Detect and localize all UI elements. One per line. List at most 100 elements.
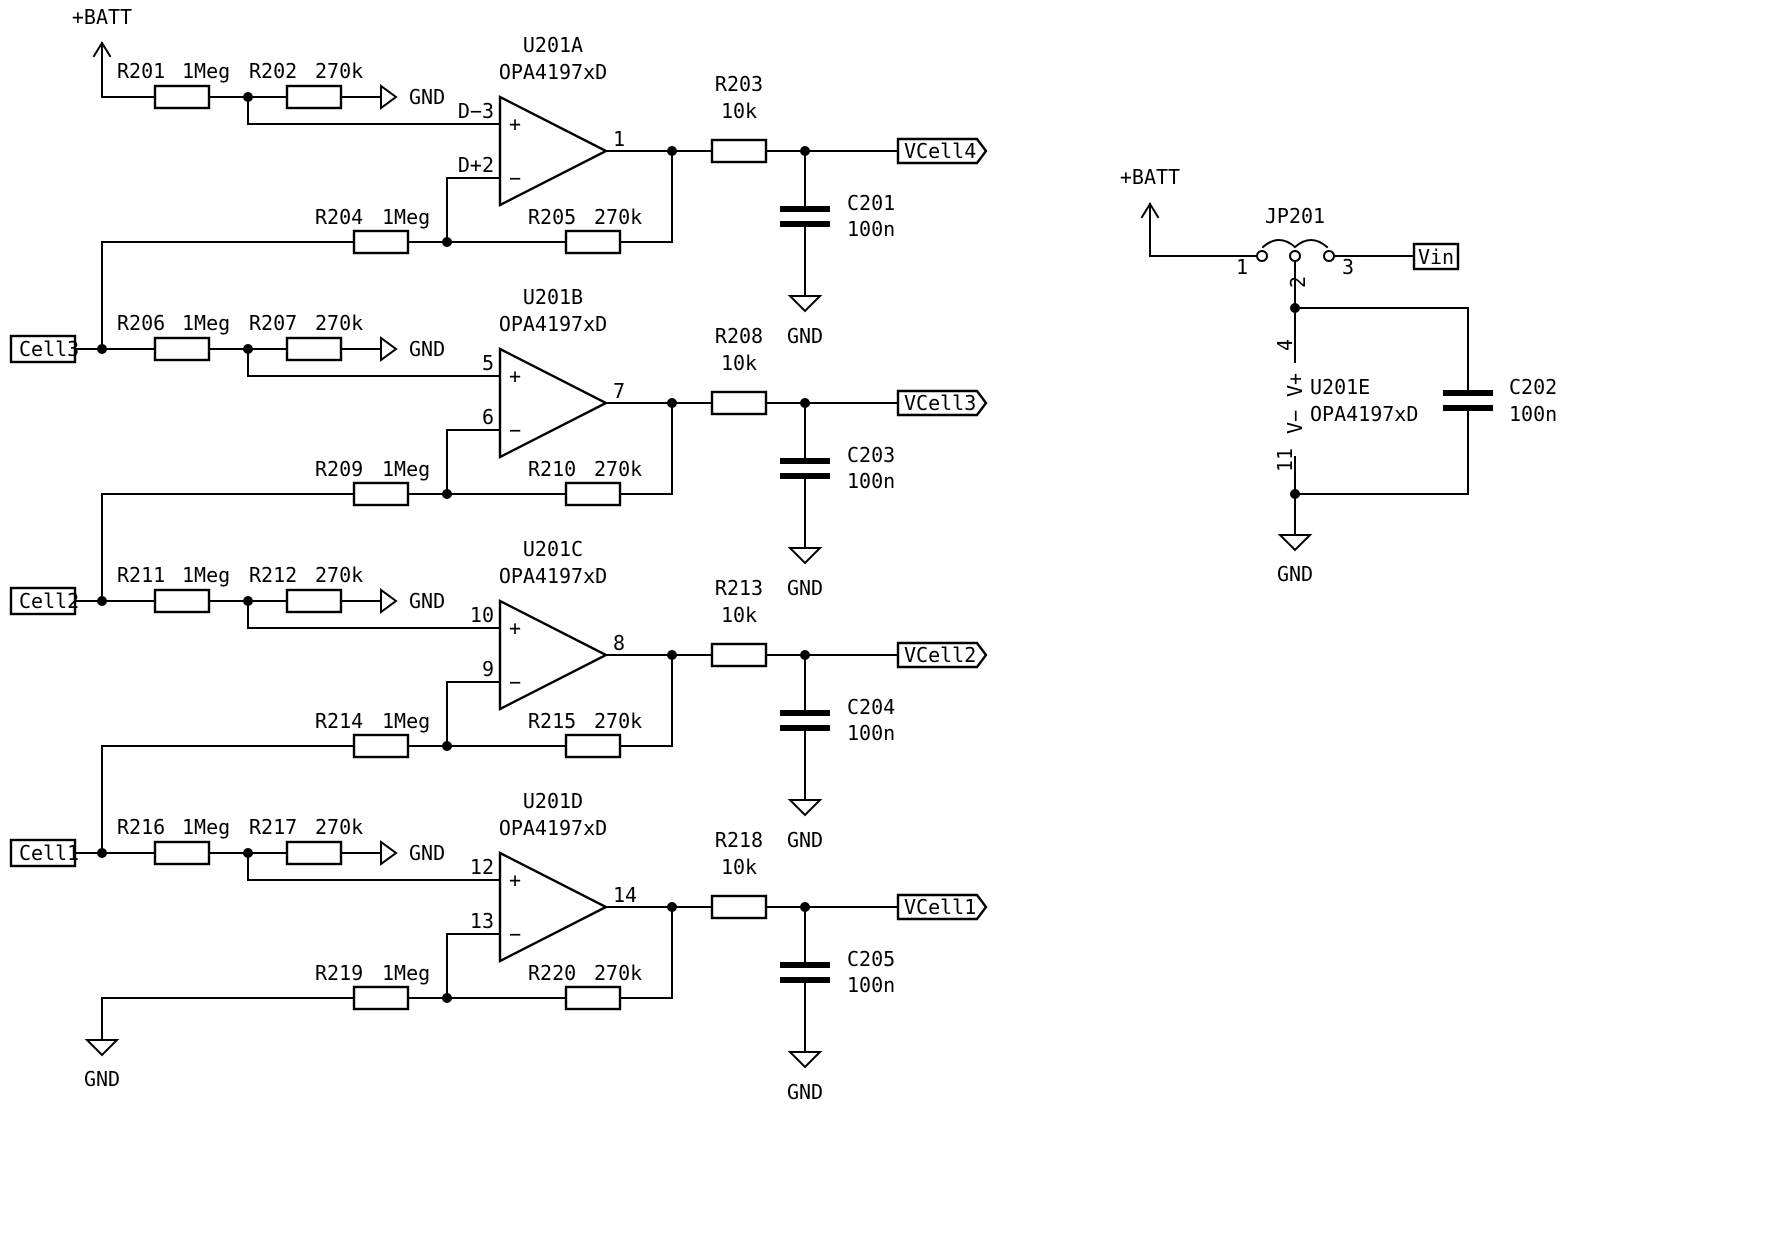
- capacitor-value: 100n: [847, 973, 895, 997]
- jumper-ref: JP201: [1265, 204, 1325, 228]
- batt-label: +BATT: [72, 5, 132, 29]
- junction-dot: [667, 398, 677, 408]
- pin-number: 12: [470, 855, 494, 879]
- jumper-pin-1: [1256, 250, 1268, 262]
- vin-port: [1412, 242, 1460, 271]
- resistor-value: 270k: [594, 961, 642, 985]
- resistor-ref: R216: [117, 815, 165, 839]
- jumper-bridge: [1293, 239, 1329, 249]
- resistor-value: 1Meg: [382, 961, 430, 985]
- capacitor-ref: C201: [847, 191, 895, 215]
- gnd-label: GND: [787, 324, 823, 348]
- resistor-r209: [352, 481, 410, 507]
- pin-number: 13: [470, 909, 494, 933]
- resistor-ref: R214: [315, 709, 363, 733]
- pin-number: D+2: [458, 153, 494, 177]
- resistor-value: 1Meg: [382, 205, 430, 229]
- junction-dot: [667, 902, 677, 912]
- resistor-value: 1Meg: [382, 709, 430, 733]
- ground-symbol: [1277, 534, 1313, 552]
- wire: [446, 429, 501, 495]
- input-port-cell1: [9, 838, 77, 868]
- ground-symbol: [787, 295, 823, 313]
- resistor-value: 10k: [721, 99, 757, 123]
- resistor-ref: R213: [715, 576, 763, 600]
- capacitor-value: 100n: [1509, 402, 1557, 426]
- capacitor-ref: C204: [847, 695, 895, 719]
- gnd-label: GND: [787, 828, 823, 852]
- wire: [247, 600, 501, 629]
- plus-sign: +: [509, 364, 521, 388]
- wire: [446, 681, 501, 747]
- resistor-r213: [710, 642, 768, 668]
- jumper-bridge: [1261, 239, 1297, 249]
- resistor-r218: [710, 894, 768, 920]
- opamp-u201d: [498, 851, 609, 963]
- resistor-ref: R202: [249, 59, 297, 83]
- opamp-u201b: [498, 347, 609, 459]
- resistor-ref: R203: [715, 72, 763, 96]
- pin-number: D−3: [458, 99, 494, 123]
- resistor-r204: [352, 229, 410, 255]
- resistor-value: 1Meg: [182, 59, 230, 83]
- resistor-value: 1Meg: [182, 563, 230, 587]
- resistor-ref: R217: [249, 815, 297, 839]
- ground-symbol: [380, 840, 398, 866]
- resistor-ref: R210: [528, 457, 576, 481]
- output-port-vcell1: [896, 893, 988, 921]
- minus-sign: −: [509, 670, 521, 694]
- junction-dot: [442, 741, 452, 751]
- minus-sign: −: [509, 922, 521, 946]
- output-port-vcell4: [896, 137, 988, 165]
- capacitor-value: 100n: [847, 217, 895, 241]
- resistor-value: 270k: [315, 59, 363, 83]
- junction-dot: [442, 993, 452, 1003]
- resistor-ref: R206: [117, 311, 165, 335]
- resistor-value: 270k: [594, 205, 642, 229]
- resistor-r201: [153, 84, 211, 110]
- wire: [619, 654, 673, 747]
- resistor-r215: [564, 733, 622, 759]
- wire: [619, 402, 673, 495]
- resistor-r205: [564, 229, 622, 255]
- pin-number: 4: [1273, 339, 1297, 351]
- wire: [619, 150, 673, 243]
- resistor-value: 10k: [721, 855, 757, 879]
- capacitor-value: 100n: [847, 721, 895, 745]
- resistor-value: 1Meg: [382, 457, 430, 481]
- wire: [619, 906, 673, 999]
- resistor-ref: R219: [315, 961, 363, 985]
- output-port-label: VCell2: [904, 643, 976, 667]
- resistor-ref: R218: [715, 828, 763, 852]
- resistor-ref: R208: [715, 324, 763, 348]
- resistor-r216: [153, 840, 211, 866]
- output-port-label: VCell4: [904, 139, 976, 163]
- wire: [1149, 203, 1257, 257]
- gnd-label: GND: [409, 85, 445, 109]
- resistor-ref: R201: [117, 59, 165, 83]
- opamp-ref: U201D: [523, 789, 583, 813]
- resistor-value: 270k: [315, 563, 363, 587]
- opamp-ref: U201E: [1310, 375, 1370, 399]
- jumper-pin-3: [1323, 250, 1335, 262]
- capacitor-ref: C202: [1509, 375, 1557, 399]
- pin-number: 3: [1342, 255, 1354, 279]
- resistor-value: 10k: [721, 603, 757, 627]
- input-port-label: Cell1: [19, 841, 79, 865]
- wire: [1294, 407, 1469, 495]
- capacitor-ref: C205: [847, 947, 895, 971]
- resistor-value: 10k: [721, 351, 757, 375]
- minus-sign: −: [509, 166, 521, 190]
- resistor-value: 1Meg: [182, 815, 230, 839]
- gnd-label: GND: [409, 841, 445, 865]
- resistor-value: 270k: [315, 311, 363, 335]
- ground-symbol: [787, 547, 823, 565]
- opamp-part: OPA4197xD: [499, 60, 607, 84]
- ground-symbol: [787, 1051, 823, 1069]
- resistor-ref: R207: [249, 311, 297, 335]
